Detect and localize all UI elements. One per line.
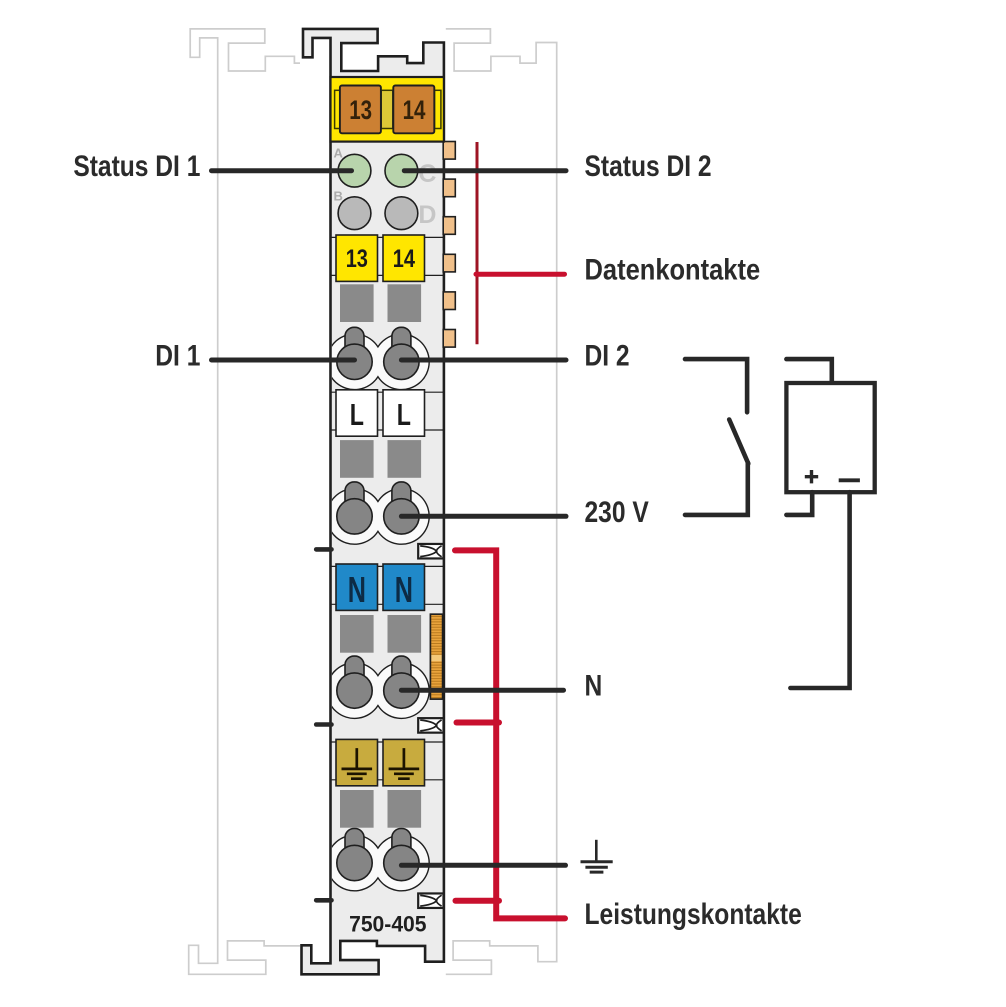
svg-text:N: N [585,668,603,702]
svg-text:DI 2: DI 2 [585,338,630,372]
svg-text:Status DI 2: Status DI 2 [585,149,712,183]
svg-text:230 V: 230 V [585,494,650,528]
svg-text:N: N [348,570,366,611]
svg-text:14: 14 [393,245,416,273]
svg-text:Status DI 1: Status DI 1 [73,149,200,183]
svg-text:D: D [418,201,436,229]
svg-text:C: C [418,160,436,188]
svg-text:Datenkontakte: Datenkontakte [585,253,761,286]
svg-text:Leistungskontakte: Leistungskontakte [585,897,802,931]
svg-text:L: L [397,397,411,432]
svg-text:13: 13 [346,245,368,273]
svg-text:DI 1: DI 1 [155,338,200,372]
svg-text:B: B [334,189,343,204]
svg-text:13: 13 [349,96,372,126]
svg-text:N: N [395,570,413,611]
svg-text:L: L [350,397,364,432]
svg-text:A: A [334,146,344,161]
svg-text:14: 14 [403,96,426,126]
svg-text:750-405: 750-405 [349,911,426,937]
